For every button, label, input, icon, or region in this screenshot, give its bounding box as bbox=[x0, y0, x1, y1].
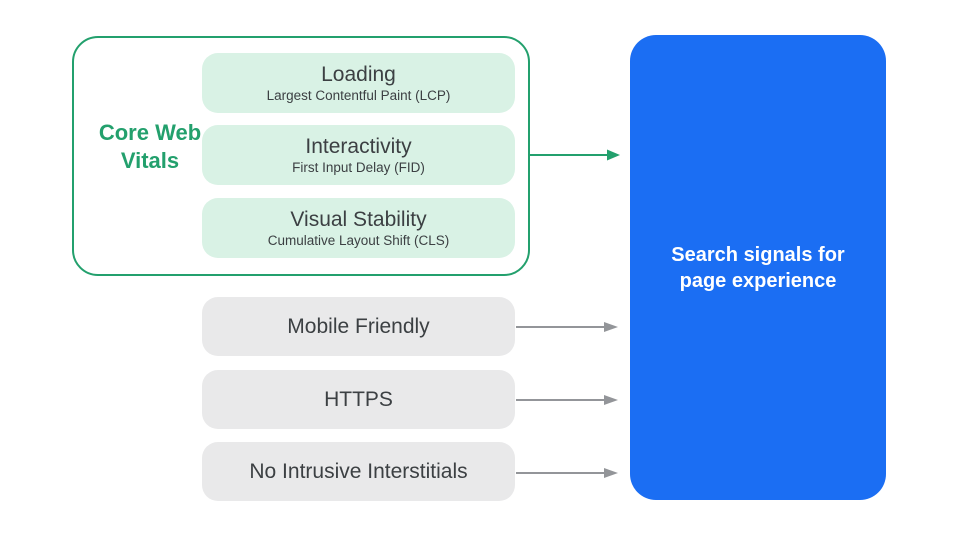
arrow-right-icon bbox=[530, 149, 620, 161]
signal-label: No Intrusive Interstitials bbox=[249, 459, 468, 483]
metric-subtitle: Cumulative Layout Shift (CLS) bbox=[267, 233, 450, 248]
signal-card-no-intrusive-interstitials: No Intrusive Interstitials bbox=[202, 442, 515, 501]
arrow-right-icon bbox=[516, 468, 618, 478]
metric-card-interactivity: Interactivity First Input Delay (FID) bbox=[202, 125, 515, 185]
arrow-right-icon bbox=[516, 322, 618, 332]
metric-title: Loading bbox=[321, 63, 396, 86]
core-web-vitals-label: Core Web Vitals bbox=[98, 120, 202, 173]
arrow-right-icon bbox=[516, 395, 618, 405]
signal-label: HTTPS bbox=[324, 387, 393, 411]
signal-label: Mobile Friendly bbox=[287, 314, 430, 338]
metric-title: Interactivity bbox=[305, 135, 412, 158]
signal-card-mobile-friendly: Mobile Friendly bbox=[202, 297, 515, 356]
metric-subtitle: First Input Delay (FID) bbox=[292, 160, 425, 175]
signal-card-https: HTTPS bbox=[202, 370, 515, 429]
metric-card-visual-stability: Visual Stability Cumulative Layout Shift… bbox=[202, 198, 515, 258]
metric-card-loading: Loading Largest Contentful Paint (LCP) bbox=[202, 53, 515, 113]
search-signals-result-box: Search signals for page experience bbox=[630, 35, 886, 500]
metric-title: Visual Stability bbox=[290, 208, 427, 231]
metric-subtitle: Largest Contentful Paint (LCP) bbox=[266, 88, 451, 103]
search-signals-label: Search signals for page experience bbox=[671, 243, 845, 292]
